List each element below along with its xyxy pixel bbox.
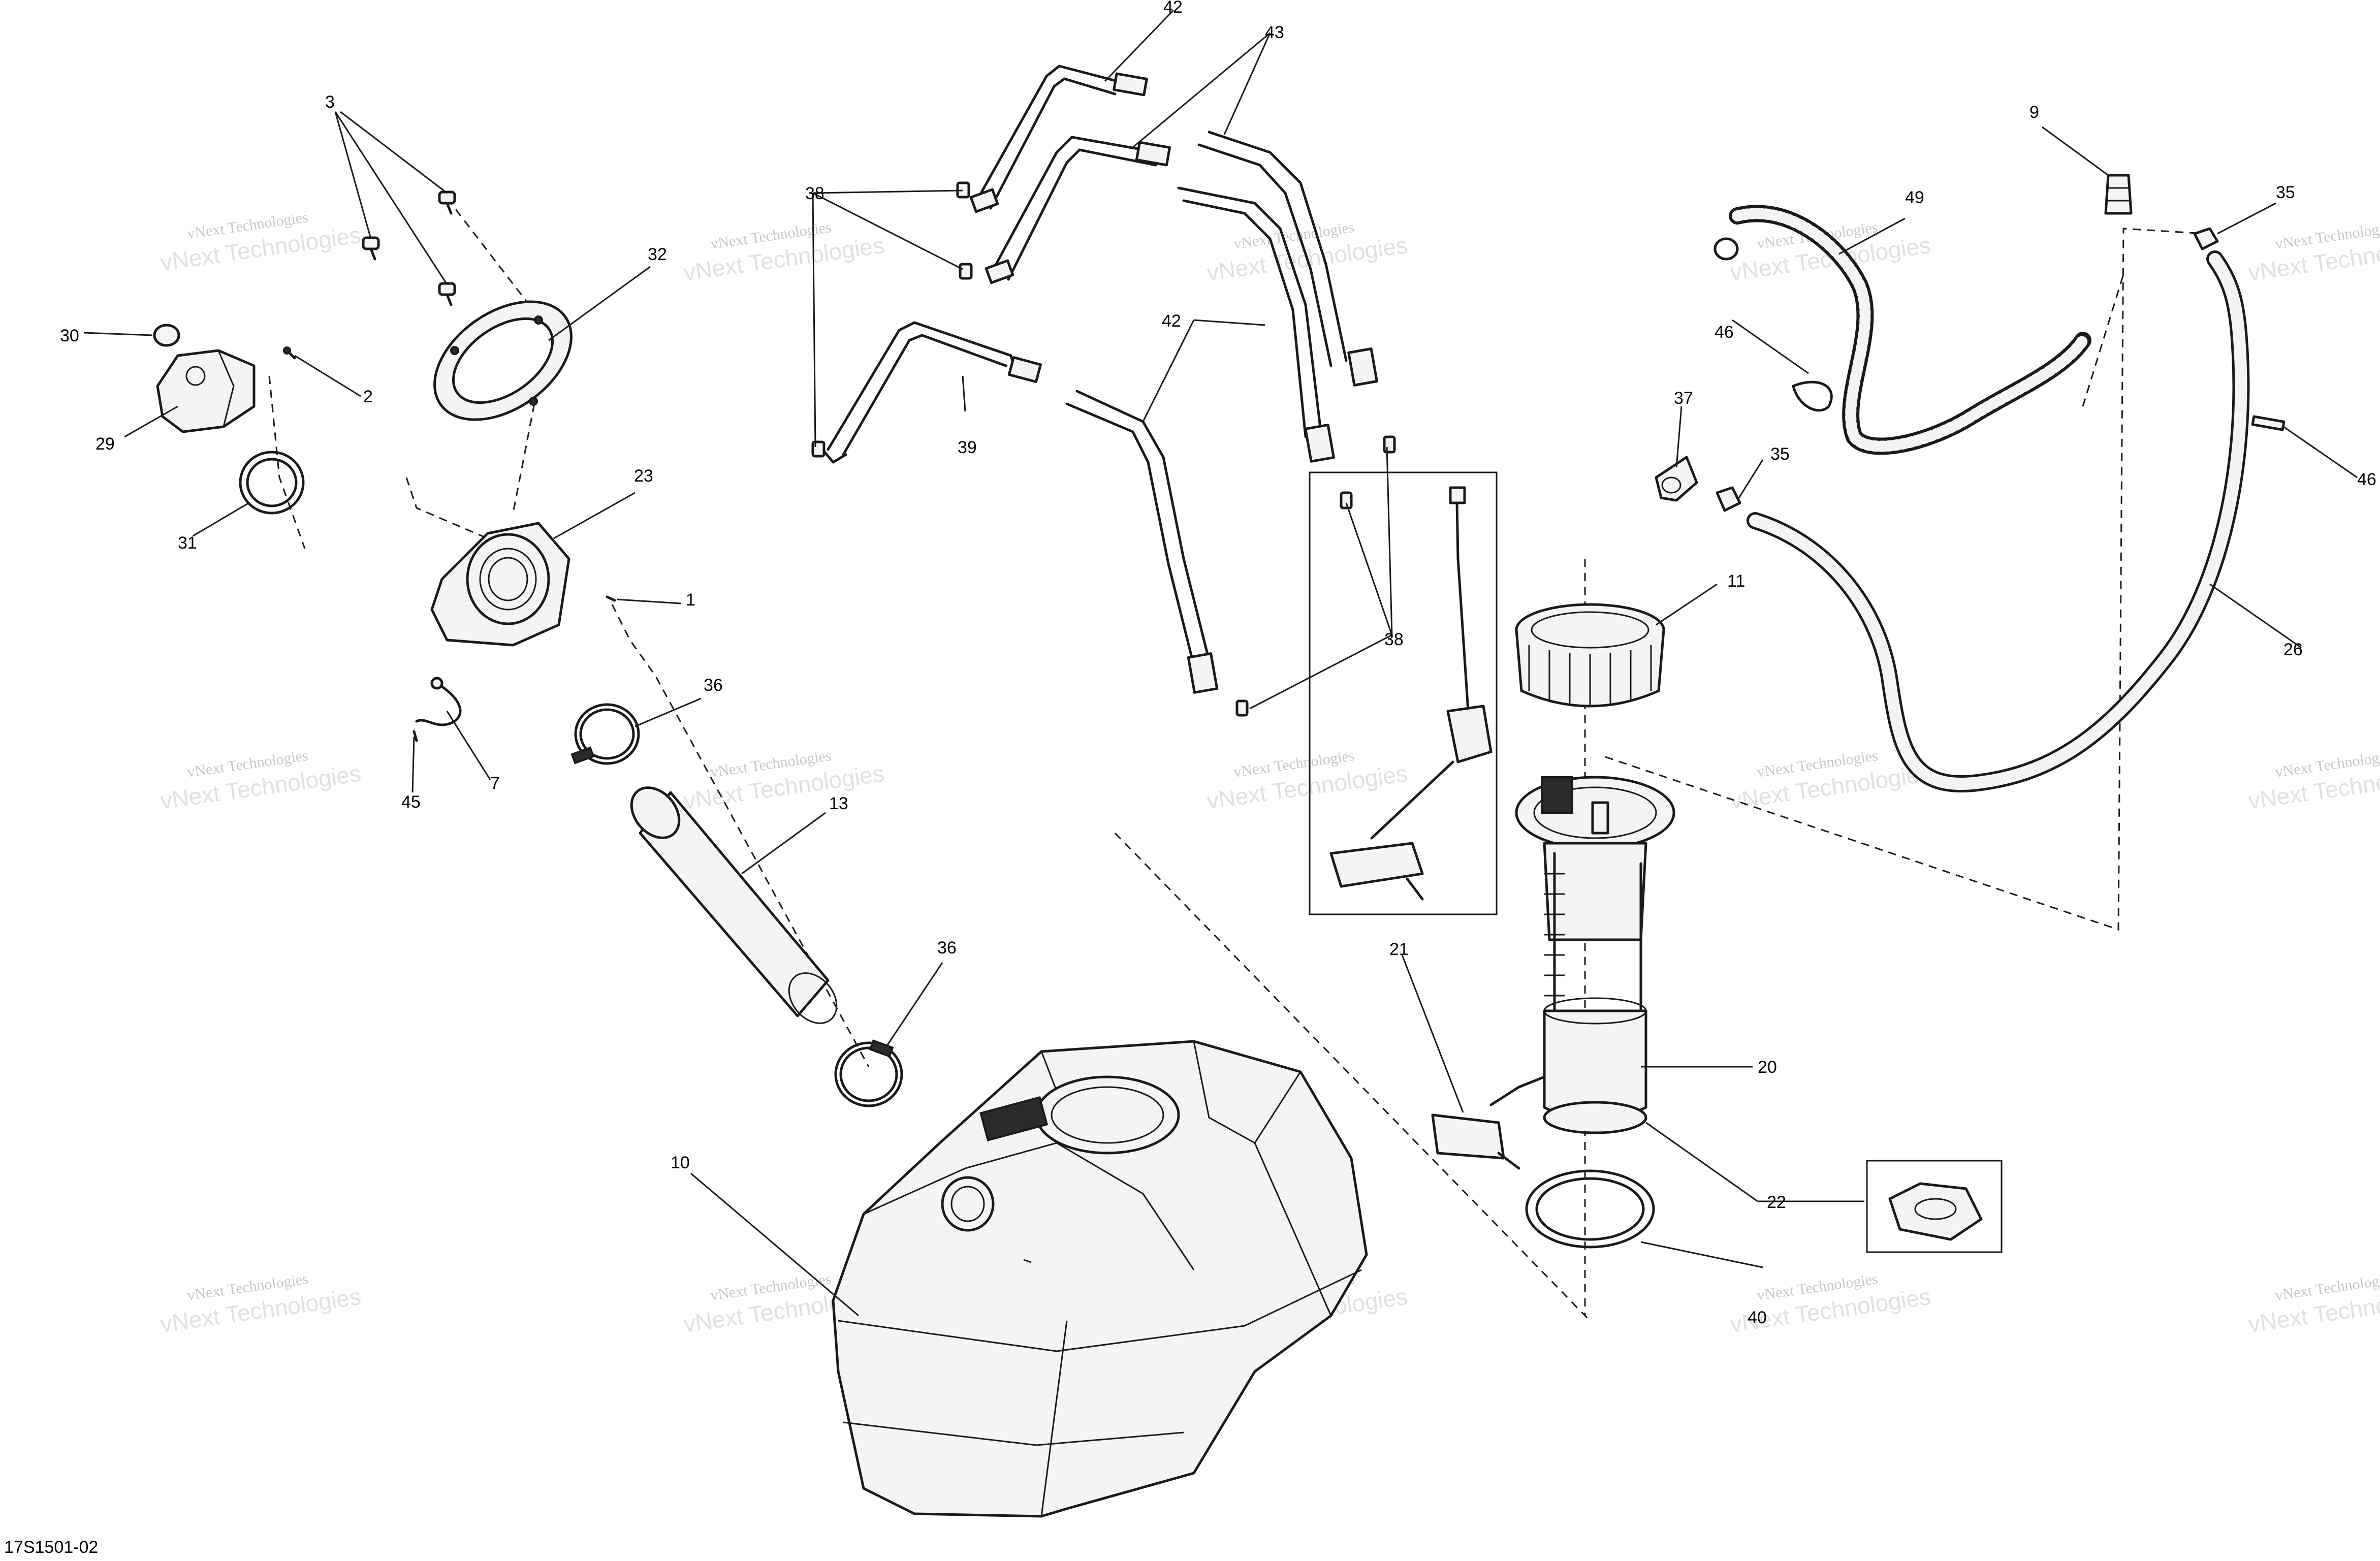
tank-pump-opening [1035, 1075, 1180, 1155]
callout-36-lower: 36 [937, 938, 957, 958]
callout-11: 11 [1727, 571, 1745, 591]
fuel-tank [832, 1040, 1368, 1518]
callout-45: 45 [401, 792, 421, 812]
callout-46-left: 46 [1715, 323, 1734, 342]
tank-filler-neck [941, 1176, 995, 1232]
callout-7: 7 [490, 774, 500, 793]
small-hose-clamps [1716, 227, 2219, 512]
rivet [606, 595, 616, 602]
hose-clamp-upper [570, 703, 640, 765]
callout-36-upper: 36 [704, 676, 723, 695]
callout-39: 39 [958, 438, 977, 457]
filler-hose [630, 786, 838, 1024]
sender-detail-box [1309, 471, 1498, 915]
tank-strap-42-upper [969, 65, 1148, 213]
callout-32: 32 [648, 245, 667, 264]
elbow-fitting [1655, 456, 1698, 502]
lock-ring [1515, 603, 1665, 708]
hose-clamp-lower [834, 1039, 903, 1107]
cap-plug [153, 324, 180, 347]
callout-26: 26 [2283, 640, 2303, 659]
callout-38-right: 38 [1384, 630, 1404, 649]
strap-clips [811, 181, 1396, 717]
callout-21: 21 [1389, 940, 1409, 959]
callout-29: 29 [96, 434, 115, 454]
fuel-cap [156, 349, 256, 433]
callout-42-middle: 42 [1162, 311, 1181, 331]
leader-lines [83, 9, 2358, 1317]
pump-connector [1541, 776, 1573, 814]
small-screw [283, 346, 296, 360]
tank-strap-42-lower [1065, 390, 1219, 694]
tether-cable [412, 677, 462, 742]
callout-35-right: 35 [2276, 183, 2295, 202]
callout-31: 31 [178, 533, 197, 553]
callout-2: 2 [363, 387, 373, 406]
drawing-reference-number: 17S1501-02 [4, 1538, 99, 1557]
callout-13: 13 [829, 794, 848, 813]
screw-set [362, 190, 456, 306]
callout-labels: 1 2 3 7 9 10 11 13 20 21 22 23 26 29 30 … [60, 0, 2376, 1327]
tank-label-plate [979, 1096, 1049, 1141]
filter-detail-box [1866, 1160, 2003, 1253]
callout-20: 20 [1758, 1058, 1777, 1077]
callout-46-right: 46 [2357, 470, 2376, 489]
hose-clips [1713, 237, 2286, 431]
tank-strap-39 [819, 321, 1042, 464]
callout-22: 22 [1767, 1193, 1786, 1212]
callout-9: 9 [2029, 103, 2039, 122]
fuel-pump-module [1431, 776, 1675, 1170]
tank-strap-43-left [985, 136, 1171, 284]
callout-40: 40 [1748, 1308, 1767, 1327]
fuel-level-sender [1309, 471, 1498, 915]
cap-gasket [239, 451, 305, 515]
pump-gasket [1525, 1169, 1655, 1249]
callout-23: 23 [634, 466, 653, 486]
assembly-dashed-lines [268, 198, 2205, 1322]
trim-ring [433, 300, 573, 421]
callout-3: 3 [325, 92, 335, 112]
callout-42-top: 42 [1163, 0, 1183, 17]
filler-flange [430, 522, 570, 647]
callout-1: 1 [686, 590, 695, 610]
callout-37: 37 [1674, 389, 1693, 408]
tank-strap-43-right [1177, 131, 1378, 463]
vent-fitting [2104, 174, 2133, 215]
corrugated-vent-hose [1729, 205, 2091, 455]
callout-30: 30 [60, 326, 79, 345]
callout-49: 49 [1905, 188, 1924, 207]
fuel-return-hose [1747, 250, 2250, 793]
callout-10: 10 [671, 1153, 690, 1172]
callout-43: 43 [1265, 23, 1284, 42]
callout-38-top: 38 [805, 184, 824, 203]
fuel-filter-detail [1866, 1160, 2003, 1253]
callout-35-left: 35 [1770, 444, 1790, 464]
